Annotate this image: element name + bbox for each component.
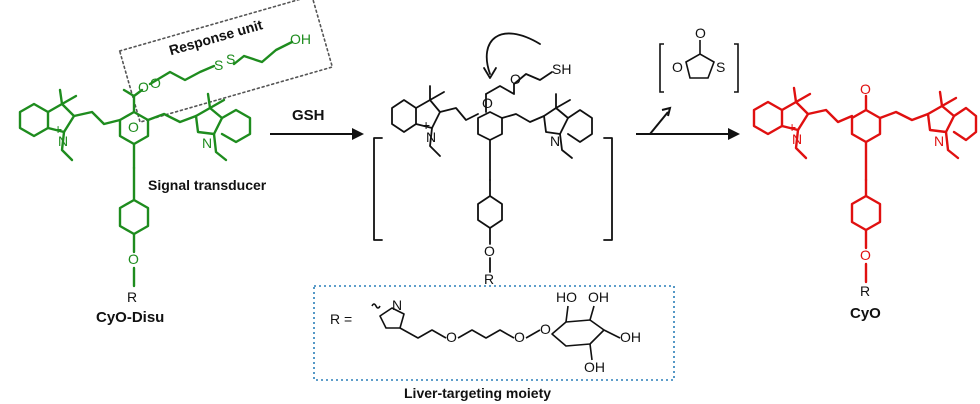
red-n-left: N [792,131,802,147]
red-r: R [860,283,870,299]
r-equals-label: R = [330,311,352,327]
red-n-right: N [934,133,944,149]
intermediate-molecule [373,32,613,273]
cyo-disu-molecule [18,0,334,288]
sugar-ho1: HO [556,289,577,305]
peg-o1: O [446,329,457,345]
byproduct-o-ring: O [672,59,683,75]
liver-moiety-box [313,285,675,381]
cyo-label: CyO [850,305,881,322]
green-o-ester: O [138,79,149,95]
green-o-carbonyl: O [150,75,161,91]
response-unit-box [118,0,334,123]
byproduct-o-top: O [695,25,706,41]
green-o-ether: O [128,251,139,267]
product-arrow [636,106,740,140]
green-s2: S [226,51,235,67]
response-unit-label: Response unit [167,16,264,58]
green-s1: S [214,57,223,73]
mid-sh: SH [552,61,571,77]
sugar-oh2: OH [620,329,641,345]
signal-transducer-label: Signal transducer [148,177,267,193]
green-o-bridge: O [128,119,139,135]
mid-o-ester: O [482,95,493,111]
green-oh: OH [290,31,311,47]
green-r: R [127,289,137,305]
mid-o-ether: O [484,243,495,259]
thiocarbonate-byproduct [659,40,739,93]
sugar-oh1: OH [588,289,609,305]
gsh-arrow [270,128,364,140]
red-o-ketone: O [860,81,871,97]
right-bracket [603,137,613,241]
mid-n-right: N [550,133,560,149]
left-bracket [373,137,383,241]
peg-o2: O [514,329,525,345]
red-plus: + [788,119,796,135]
sugar-oh3: OH [584,359,605,375]
mid-n-left: N [426,129,436,145]
red-o-ether: O [860,247,871,263]
liver-moiety-label: Liver-targeting moiety [404,385,551,401]
triazole-n: N [392,297,402,313]
cyo-molecule [752,86,978,284]
green-n-left: N [58,133,68,149]
green-plus: + [54,121,62,137]
mid-o-carbonyl: O [510,71,521,87]
green-n-right: N [202,135,212,151]
byproduct-s-ring: S [716,59,725,75]
mid-plus: + [422,117,430,133]
sugar-o: O [540,321,551,337]
mid-r: R [484,271,494,287]
cyo-disu-label: CyO-Disu [96,309,164,326]
liver-moiety-structure [313,285,675,381]
gsh-label: GSH [292,107,325,124]
